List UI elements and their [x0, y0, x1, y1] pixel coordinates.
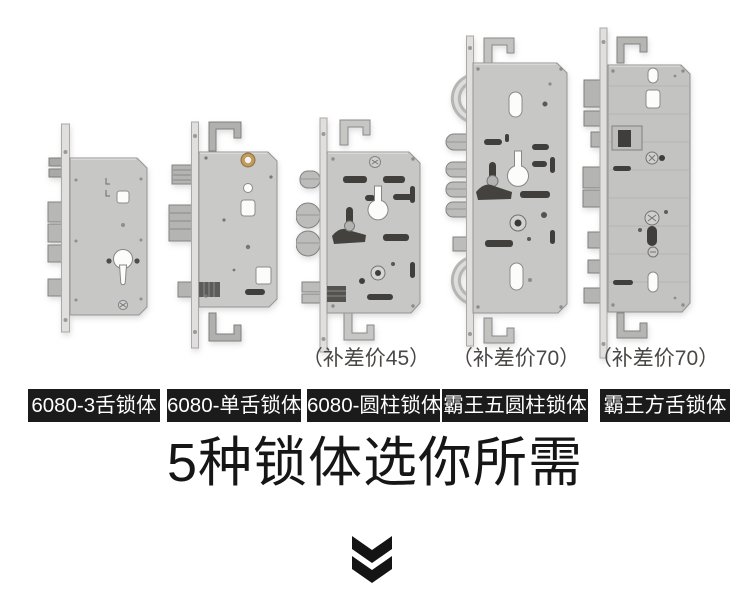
- surcharge-note-3: （补差价70）: [590, 347, 720, 370]
- product-label-5: 霸王方舌锁体: [600, 389, 730, 422]
- bottom-hook: [343, 312, 375, 341]
- lock-photo-2: [168, 121, 278, 349]
- keyhole: [647, 226, 657, 246]
- lock-body: [472, 62, 568, 314]
- lock-body: [69, 157, 148, 316]
- lock-photo-4: [445, 35, 568, 347]
- product-label-2: 6080-单舌锁体: [167, 389, 301, 422]
- top-hook: [483, 37, 515, 65]
- surcharge-note-2: （补差价70）: [451, 347, 581, 370]
- product-label-4: 霸王五圆柱锁体: [442, 389, 588, 422]
- keyhole: [507, 150, 529, 187]
- faceplate: [599, 27, 608, 359]
- keyhole: [367, 185, 389, 221]
- bottom-hook: [208, 312, 242, 342]
- faceplate: [61, 123, 70, 333]
- surcharge-note-1: （补差价45）: [301, 347, 431, 370]
- bottom-hook: [616, 312, 648, 339]
- page-title: 5种锁体选你所需: [166, 433, 584, 493]
- lock-photo-5: [582, 27, 691, 359]
- faceplate: [319, 117, 328, 353]
- faceplate: [191, 121, 199, 349]
- faceplate: [466, 35, 474, 347]
- lock-body: [326, 151, 421, 314]
- double-chevron-down-icon: [352, 536, 392, 583]
- lock-photo-1: [47, 123, 148, 333]
- product-label-3: 6080-圆柱锁体: [307, 389, 441, 422]
- bottom-hook: [483, 317, 515, 344]
- top-hook: [208, 121, 242, 152]
- lock-photo-3: [296, 117, 421, 353]
- top-hook: [616, 36, 648, 64]
- top-hook: [339, 119, 371, 146]
- product-label-1: 6080-3舌锁体: [28, 389, 160, 422]
